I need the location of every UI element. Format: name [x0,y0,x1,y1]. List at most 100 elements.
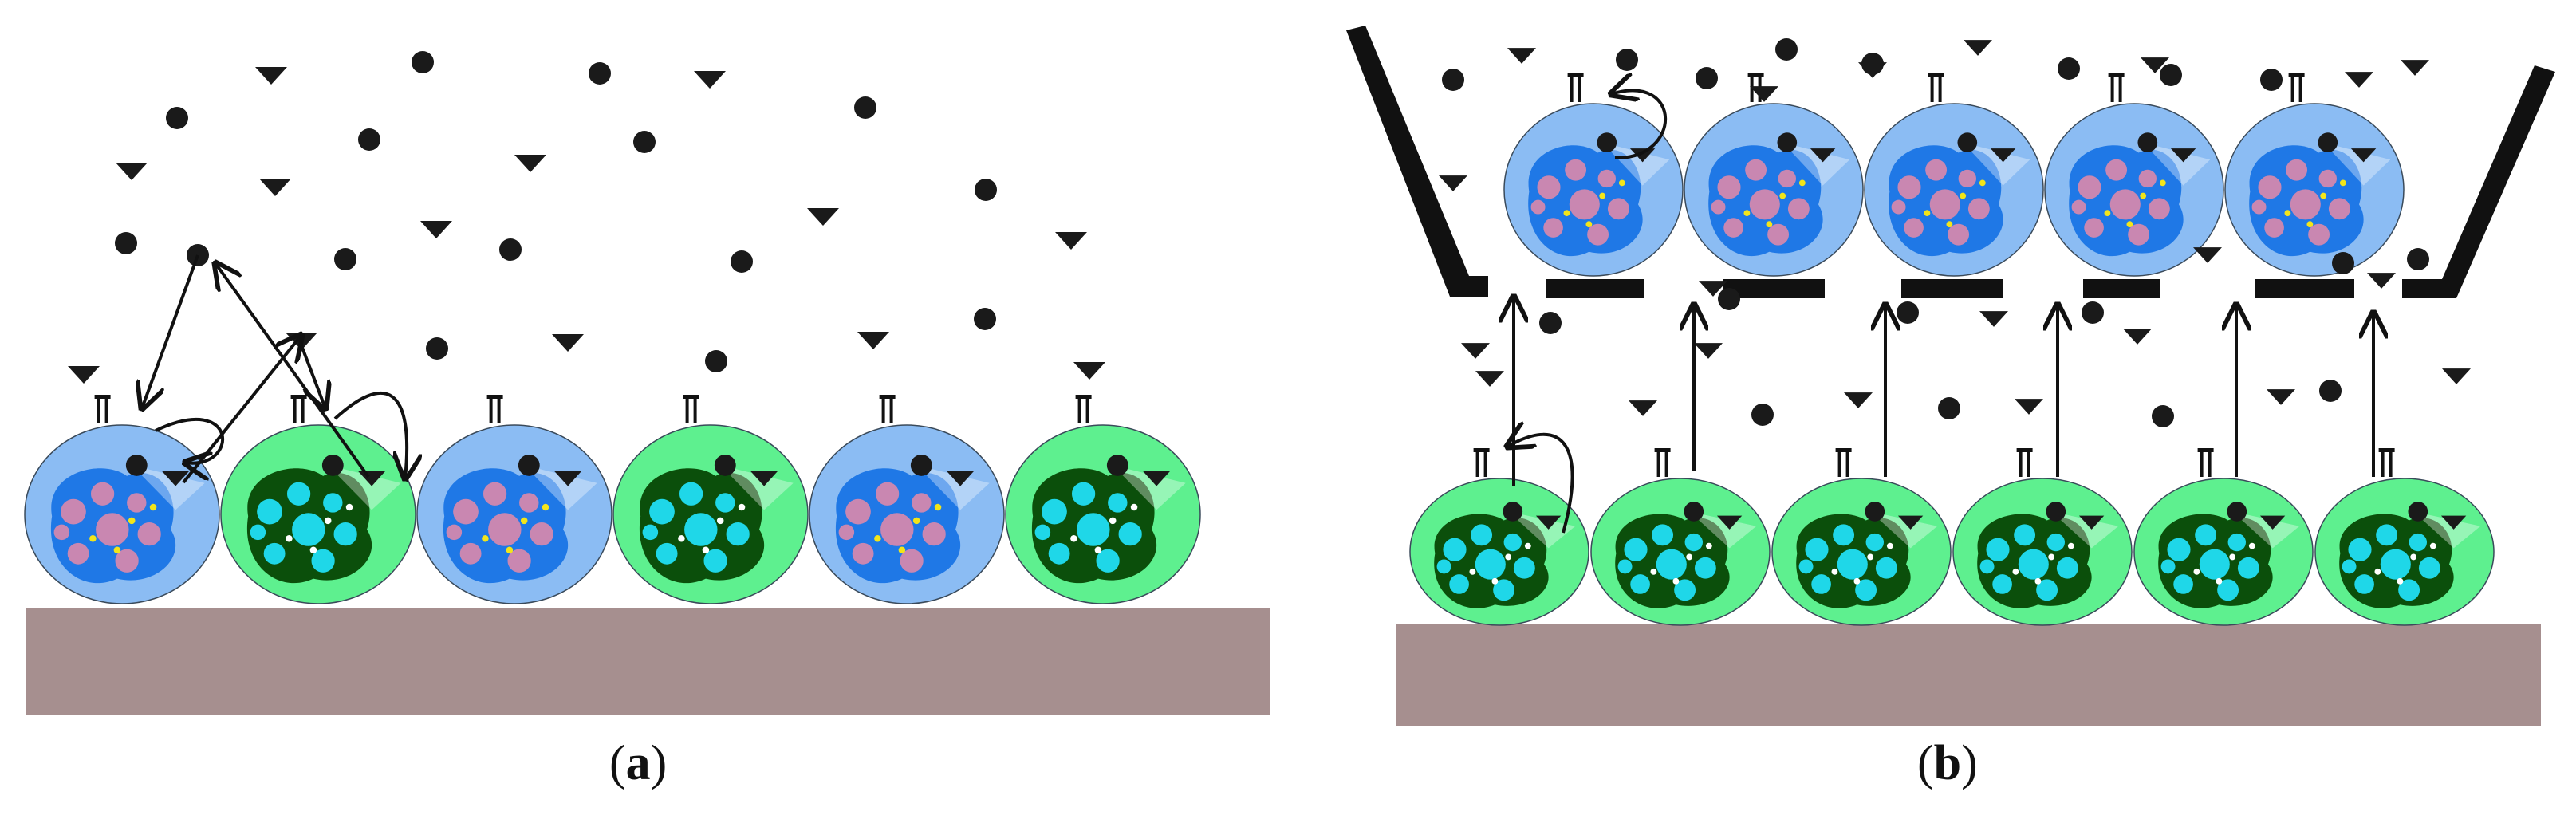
membrane-segment [1723,279,1825,298]
round-particle [1442,69,1464,91]
signal-arrows-b [1507,90,2373,534]
round-particle [518,454,540,476]
triangle-particle [2440,515,2467,530]
round-particle [2407,248,2429,270]
triangle-particle [2267,389,2295,405]
blue-cell [1684,73,1864,277]
round-particle [1751,404,1774,426]
triangle-particle [2193,247,2222,263]
triangle-particle [1897,515,1924,530]
triangle-particle [2259,515,2286,530]
receptor [2016,448,2033,477]
round-particle [975,179,997,201]
membrane-segment [2255,279,2354,298]
blue-cell [2224,73,2405,277]
triangle-particle [1629,400,1657,416]
receptor [2378,448,2395,477]
triangle-particle [116,163,148,180]
blue-cell [1503,73,1684,277]
triangle-particle [2015,399,2043,415]
membrane-segment [1546,279,1644,298]
triangle-particle [1716,515,1743,530]
round-particle [1897,301,1919,324]
triangle-particle [1439,175,1467,191]
round-particle [2058,57,2080,80]
round-particle [358,128,380,151]
triangle-particle [1535,515,1562,530]
particles-a [68,51,1105,384]
round-particle [2260,69,2283,91]
triangle-particle [2078,515,2105,530]
round-particle [412,51,434,73]
triangle-particle [1475,371,1504,387]
round-particle [910,454,932,476]
green-cell [2314,448,2495,626]
triangle-particle [514,155,546,172]
round-particle [1865,502,1885,522]
triangle-particle [694,71,726,89]
round-particle [2137,132,2158,152]
triangle-particle [750,471,778,486]
triangle-particle [1143,471,1171,486]
receptor [1567,73,1584,102]
receptor [486,395,503,423]
triangle-particle [1507,48,1536,64]
curved-arrow [1611,90,1668,160]
triangle-particle [1629,148,1656,163]
receptor [94,395,111,423]
triangle-particle [2401,60,2429,76]
panel-b [1346,26,2555,726]
triangle-particle [552,334,584,352]
green-cell [1771,448,1952,626]
bottom-cell-row [1409,448,2495,626]
receptor [683,395,699,423]
green-cell [1590,448,1771,626]
round-particle [1539,312,1562,334]
transwell-insert [1346,26,2555,298]
round-particle [1597,132,1617,152]
triangle-particle [1810,148,1836,163]
blue-cell [1864,73,2044,277]
round-particle [115,232,137,254]
arrow [142,254,199,408]
triangle-particle [1461,343,1490,359]
cell-row-a [24,395,1201,604]
triangle-particle [947,471,975,486]
arrow [298,341,325,408]
triangle-particle [1990,148,2016,163]
panel-a [24,51,1270,715]
receptor [1654,448,1671,477]
triangle-particle [2123,329,2152,345]
round-particle [731,250,753,273]
insert-left-wall [1346,26,1488,297]
round-particle [714,454,736,476]
curved-arrow [1507,435,1574,534]
round-particle [1718,288,1740,310]
round-particle [1777,132,1798,152]
triangle-particle [1979,311,2008,327]
round-particle [166,107,188,129]
panel-label-a: (a) [609,736,668,790]
round-particle [1503,502,1523,522]
round-particle [2408,502,2428,522]
membrane-segment [1901,279,2003,298]
round-particle [1684,502,1704,522]
triangle-particle [358,471,386,486]
triangle-particle [554,471,582,486]
round-particle [2319,380,2342,402]
receptor [2288,73,2305,102]
substrate-a [26,608,1270,715]
green-cell [1409,448,1589,626]
round-particle [2046,502,2066,522]
triangle-particle [1844,392,1873,408]
panel-label-b: (b) [1917,736,1978,790]
triangle-particle [2345,72,2373,88]
blue-cell [809,395,1005,604]
round-particle [2082,301,2104,324]
receptor [1075,395,1092,423]
round-particle [974,308,996,330]
triangle-particle [1858,62,1887,78]
round-particle [321,454,344,476]
round-particle [426,337,448,360]
